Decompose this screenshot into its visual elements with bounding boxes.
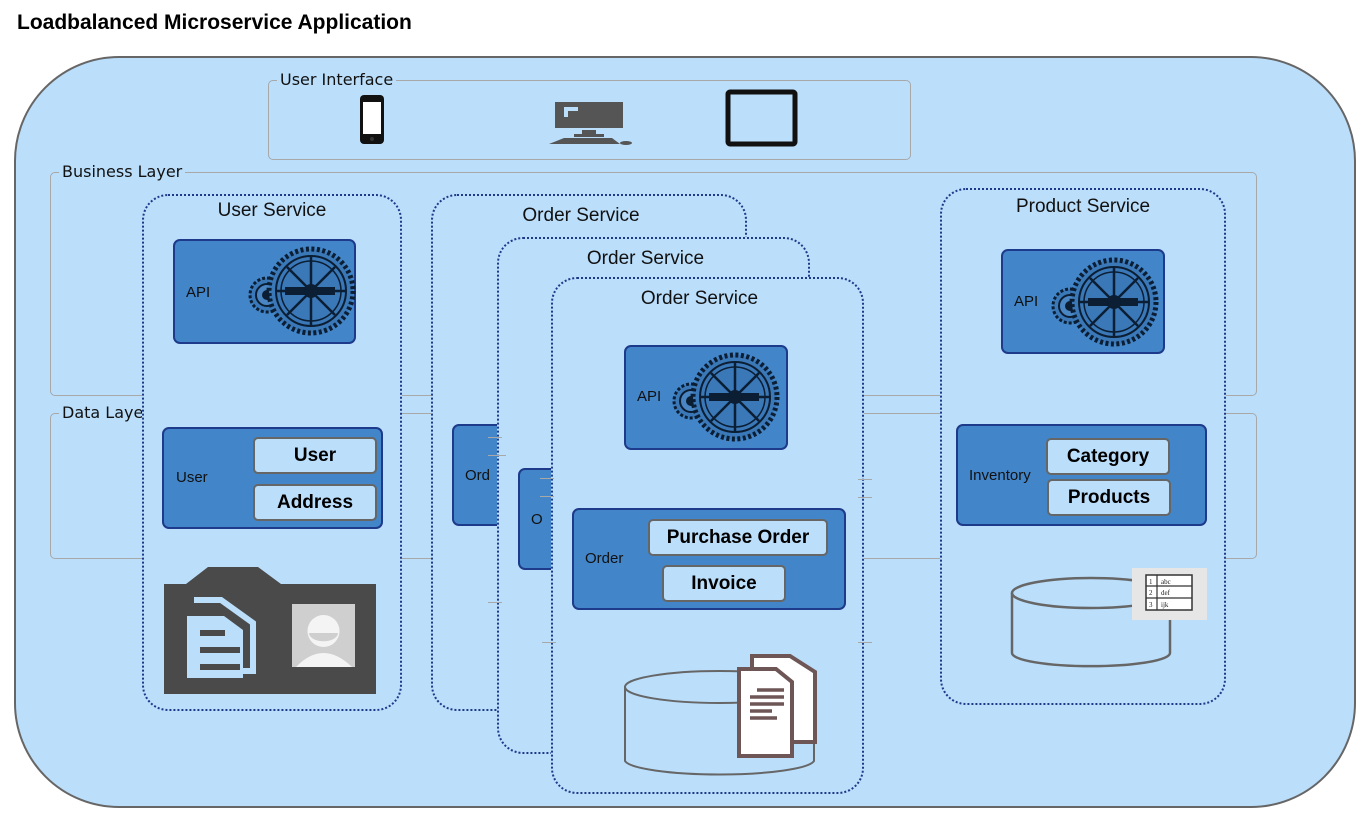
order-2-data-label: O <box>531 511 543 528</box>
smartphone-icon <box>360 95 384 144</box>
entity-address[interactable]: Address <box>253 484 377 521</box>
order-api-label: API <box>637 388 662 405</box>
order-service-1-title: Order Service <box>640 288 759 309</box>
table-cell: abc <box>1161 578 1171 586</box>
table-cell: 1 <box>1149 578 1153 586</box>
layer-border-stub <box>488 602 502 603</box>
layer-border-stub <box>540 496 554 497</box>
layer-border-stub <box>488 455 506 456</box>
layer-border-stub <box>858 479 872 480</box>
layer-border-stub <box>540 478 554 479</box>
entity-purchase-order[interactable]: Purchase Order <box>648 519 828 556</box>
business-layer-label: Business Layer <box>59 162 186 182</box>
order-api-component[interactable]: API <box>624 345 788 450</box>
table-cell: 2 <box>1149 589 1153 597</box>
layer-border-stub <box>858 642 872 643</box>
product-service-title: Product Service <box>1015 196 1151 217</box>
user-service-title: User Service <box>217 200 327 221</box>
layer-border-stub <box>488 437 502 438</box>
user-data-label: User <box>176 469 208 486</box>
table-cell: def <box>1161 589 1171 597</box>
order-data-component[interactable]: Order Purchase Order Invoice <box>572 508 846 610</box>
product-api-component[interactable]: API <box>1001 249 1165 354</box>
entity-invoice[interactable]: Invoice <box>662 565 786 602</box>
order-3-data-label: Ord <box>465 467 491 484</box>
gears-icon <box>245 243 355 340</box>
product-api-label: API <box>1014 293 1039 310</box>
table-database-icon: 1 abc 2 def 3 ijk <box>1010 568 1207 668</box>
table-cell: ijk <box>1161 601 1169 609</box>
table-cell: 3 <box>1149 601 1153 609</box>
user-data-component[interactable]: User User Address <box>162 427 383 529</box>
user-api-label: API <box>186 284 211 301</box>
user-interface-label: User Interface <box>277 70 397 90</box>
diagram-title: Loadbalanced Microservice Application <box>17 11 412 34</box>
layer-border-stub <box>858 497 872 498</box>
desktop-computer-icon <box>549 102 632 145</box>
order-service-3-title: Order Service <box>522 205 640 226</box>
gears-icon <box>1048 254 1158 351</box>
gears-icon <box>669 349 779 446</box>
document-database-icon <box>624 654 817 776</box>
user-interface-group: User Interface <box>268 70 911 160</box>
order-data-label: Order <box>585 550 624 567</box>
layer-border-stub <box>542 642 556 643</box>
entity-user[interactable]: User <box>253 437 377 474</box>
inventory-data-label: Inventory <box>969 467 1031 484</box>
inventory-data-component[interactable]: Inventory Category Products <box>956 424 1207 526</box>
entity-category[interactable]: Category <box>1046 438 1170 475</box>
data-layer-label: Data Layer <box>59 403 153 423</box>
user-api-component[interactable]: API <box>173 239 356 344</box>
entity-products[interactable]: Products <box>1047 479 1171 516</box>
contact-card-icon <box>164 567 376 694</box>
tablet-icon <box>725 89 798 147</box>
order-service-2-title: Order Service <box>586 248 705 269</box>
